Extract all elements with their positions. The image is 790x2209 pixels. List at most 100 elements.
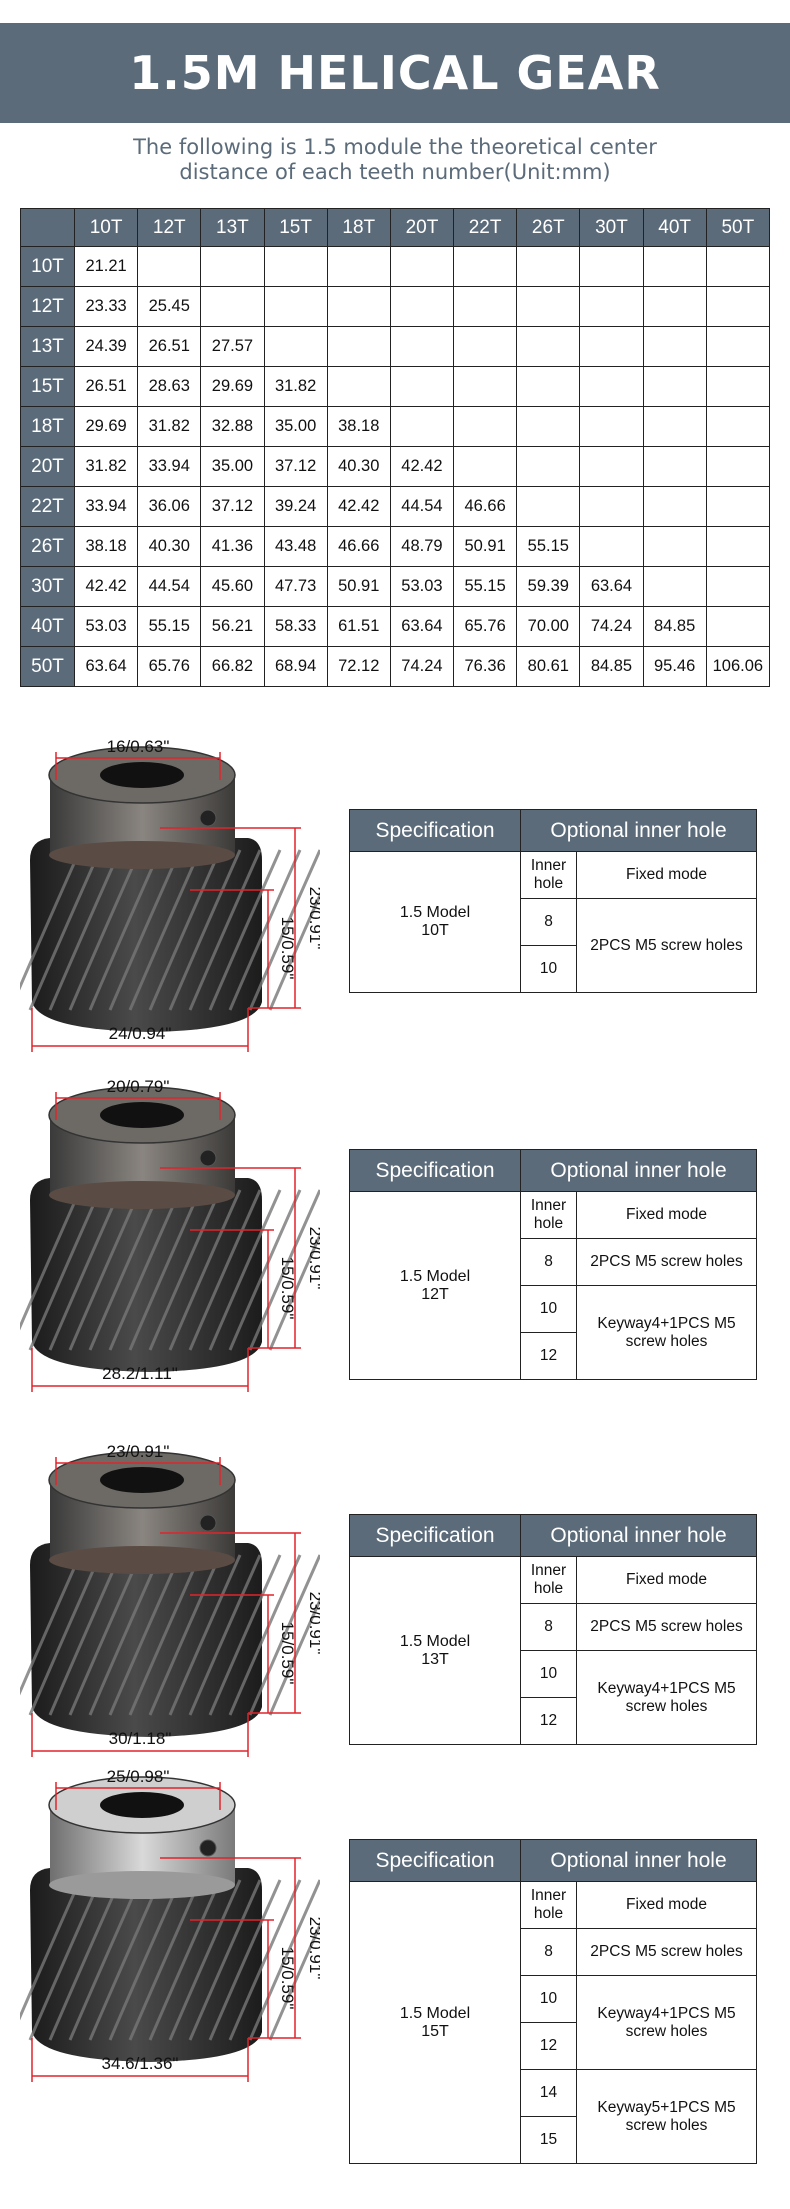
fixed-mode-value: 2PCS M5 screw holes	[575, 1928, 758, 1976]
row-header: 22T	[20, 486, 75, 527]
row-header: 18T	[20, 406, 75, 447]
table-cell	[326, 326, 391, 367]
table-cell: 50.91	[453, 526, 518, 567]
column-header: 12T	[137, 208, 202, 247]
table-cell: 76.36	[453, 646, 518, 687]
inner-hole-value: 10	[520, 1650, 577, 1698]
table-cell: 23.33	[73, 286, 139, 327]
row-header: 40T	[20, 606, 75, 647]
table-cell: 43.48	[263, 526, 328, 567]
column-header: 15T	[263, 208, 328, 247]
inner-hole-value: 8	[520, 1603, 577, 1651]
table-cell: 68.94	[263, 646, 328, 687]
teeth-width-label: 15/0.59"	[278, 917, 297, 980]
row-header: 30T	[20, 566, 75, 607]
model-name: 1.5 Model	[399, 904, 471, 921]
table-cell	[705, 446, 771, 487]
fixed-mode-header: Fixed mode	[575, 1191, 758, 1239]
table-cell: 46.66	[453, 486, 518, 527]
inner-hole-value: 8	[520, 898, 577, 946]
table-cell	[200, 246, 265, 287]
inner-hole-value: 12	[520, 1697, 577, 1745]
table-cell	[642, 286, 707, 327]
table-cell: 84.85	[642, 606, 707, 647]
column-header: 22T	[453, 208, 518, 247]
spec-header-optional-inner-hole: Optional inner hole	[519, 1839, 758, 1882]
table-cell: 55.15	[137, 606, 202, 647]
spec-header-specification: Specification	[349, 1149, 521, 1192]
table-cell	[516, 286, 581, 327]
table-cell	[705, 606, 771, 647]
fixed-mode-value: Keyway4+1PCS M5 screw holes	[575, 1975, 758, 2070]
table-cell: 55.15	[516, 526, 581, 567]
table-cell: 50.91	[326, 566, 391, 607]
gear-drawing: 20/0.79"28.2/1.11"23/0.91"15/0.59"	[20, 1080, 320, 1392]
column-header: 18T	[326, 208, 391, 247]
spec-row: 15	[350, 2116, 757, 2164]
table-cell	[326, 246, 391, 287]
table-cell	[326, 286, 391, 327]
table-cell: 46.66	[326, 526, 391, 567]
table-cell	[453, 366, 518, 407]
table-cell	[389, 326, 455, 367]
table-cell	[516, 366, 581, 407]
gear-block-12t: 20/0.79"28.2/1.11"23/0.91"15/0.59"Specif…	[0, 1080, 790, 1420]
inner-hole-header: Inner hole	[520, 1191, 577, 1239]
table-cell: 40.30	[326, 446, 391, 487]
outer-diameter-label: 30/1.18"	[109, 1729, 172, 1748]
table-cell: 41.36	[200, 526, 265, 567]
table-cell: 95.46	[642, 646, 707, 687]
fixed-mode-value: 2PCS M5 screw holes	[575, 1238, 758, 1286]
inner-hole-value: 8	[520, 1928, 577, 1976]
table-cell	[642, 366, 707, 407]
table-cell	[389, 366, 455, 407]
dimension-lines: 23/0.91"30/1.18"23/0.91"15/0.59"	[31, 1445, 320, 1757]
table-cell	[642, 246, 707, 287]
table-cell: 66.82	[200, 646, 265, 687]
table-cell	[579, 486, 644, 527]
outer-diameter-label: 24/0.94"	[109, 1024, 172, 1043]
fixed-mode-header: Fixed mode	[575, 851, 758, 899]
table-cell	[516, 486, 581, 527]
table-cell	[642, 406, 707, 447]
table-cell: 53.03	[73, 606, 139, 647]
column-header: 40T	[642, 208, 707, 247]
table-cell	[453, 246, 518, 287]
inner-hole-value: 14	[520, 2069, 577, 2117]
subtitle: The following is 1.5 module the theoreti…	[0, 135, 790, 185]
table-cell	[263, 286, 328, 327]
subtitle-line-2: distance of each teeth number(Unit:mm)	[179, 160, 611, 184]
table-cell	[642, 446, 707, 487]
table-cell	[642, 326, 707, 367]
table-cell: 39.24	[263, 486, 328, 527]
gear-drawing: 23/0.91"30/1.18"23/0.91"15/0.59"	[20, 1445, 320, 1757]
page-title: 1.5M HELICAL GEAR	[129, 46, 661, 100]
table-cell: 72.12	[326, 646, 391, 687]
table-cell	[453, 446, 518, 487]
outer-diameter-label: 34.6/1.36"	[102, 2054, 179, 2073]
table-cell	[579, 286, 644, 327]
table-cell: 80.61	[516, 646, 581, 687]
table-cell: 74.24	[389, 646, 455, 687]
table-cell: 42.42	[326, 486, 391, 527]
gear-drawing: 25/0.98"34.6/1.36"23/0.91"15/0.59"	[20, 1770, 320, 2082]
inner-hole-value: 10	[520, 945, 577, 993]
